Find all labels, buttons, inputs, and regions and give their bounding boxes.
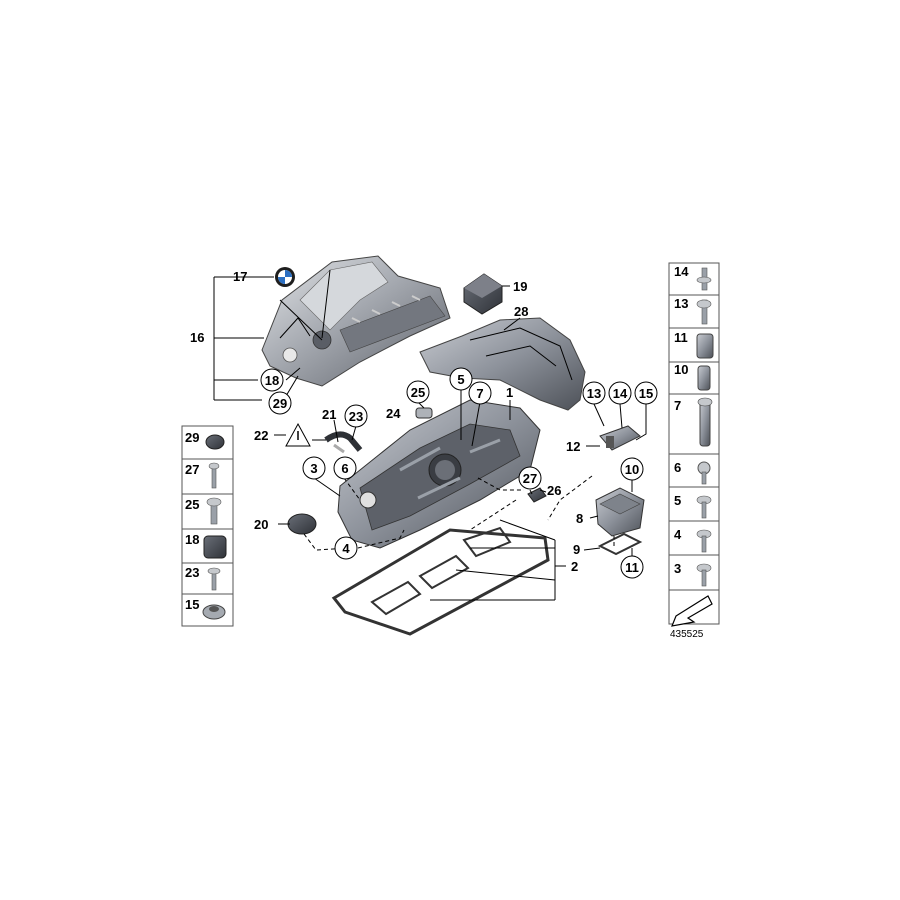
callout-13: 13 — [587, 386, 601, 401]
callout-24: 24 — [386, 406, 401, 421]
callout-26: 26 — [547, 483, 561, 498]
right-panel-label-5: 5 — [674, 493, 681, 508]
callout-18: 18 — [265, 373, 279, 388]
separator-gasket — [597, 532, 643, 556]
pressure-valve — [599, 425, 641, 451]
engine-cover — [261, 255, 451, 387]
gasket-set — [331, 526, 550, 636]
callout-23: 23 — [349, 409, 363, 424]
left-hardware-panel: 29 27 25 18 23 15 — [181, 425, 234, 627]
callout-12: 12 — [566, 439, 580, 454]
callout-5: 5 — [457, 372, 464, 387]
callout-19: 19 — [513, 279, 527, 294]
callout-17: 17 — [233, 269, 247, 284]
right-panel-label-7: 7 — [674, 398, 681, 413]
callout-25: 25 — [411, 385, 425, 400]
callout-6: 6 — [341, 461, 348, 476]
right-panel-label-10: 10 — [674, 362, 688, 377]
right-panel-label-14: 14 — [674, 264, 689, 279]
cylinder-head-cover — [337, 399, 541, 549]
rubber-mount — [463, 273, 503, 315]
callout-21: 21 — [322, 407, 336, 422]
callout-20: 20 — [254, 517, 268, 532]
callout-15: 15 — [639, 386, 653, 401]
leader-lines — [213, 269, 647, 601]
callout-1: 1 — [506, 385, 513, 400]
left-panel-label-23: 23 — [185, 565, 199, 580]
sensor — [415, 407, 433, 419]
callout-10: 10 — [625, 462, 639, 477]
callout-28: 28 — [514, 304, 528, 319]
warning-symbol — [285, 422, 311, 447]
left-panel-label-29: 29 — [185, 430, 199, 445]
callout-4: 4 — [342, 541, 350, 556]
callout-9: 9 — [573, 542, 580, 557]
callout-29: 29 — [273, 396, 287, 411]
right-panel-label-3: 3 — [674, 561, 681, 576]
callout-22: 22 — [254, 428, 268, 443]
oil-separator — [595, 487, 645, 537]
callout-14: 14 — [613, 386, 628, 401]
right-panel-label-4: 4 — [674, 527, 682, 542]
left-panel-label-27: 27 — [185, 462, 199, 477]
left-panel-label-15: 15 — [185, 597, 199, 612]
arrow-icon — [671, 595, 713, 627]
right-panel-label-13: 13 — [674, 296, 688, 311]
cap — [287, 513, 317, 535]
small-clip — [527, 487, 547, 503]
right-panel-label-6: 6 — [674, 460, 681, 475]
callout-3: 3 — [310, 461, 317, 476]
heat-shield — [419, 317, 586, 411]
left-panel-label-18: 18 — [185, 532, 199, 547]
callouts: 17 16 18 29 19 28 5 7 1 25 24 21 23 22 3… — [190, 269, 658, 579]
right-hardware-panel: 14 13 11 10 7 6 5 4 3 — [668, 262, 720, 627]
hose — [324, 431, 363, 454]
callout-27: 27 — [523, 471, 537, 486]
catalog-number: 435525 — [670, 629, 704, 640]
callout-2: 2 — [571, 559, 578, 574]
right-panel-label-11: 11 — [674, 330, 688, 345]
left-panel-label-25: 25 — [185, 497, 199, 512]
callout-8: 8 — [576, 511, 583, 526]
callout-11: 11 — [625, 560, 639, 575]
callout-16: 16 — [190, 330, 204, 345]
bmw-emblem — [275, 267, 295, 287]
callout-7: 7 — [476, 386, 483, 401]
